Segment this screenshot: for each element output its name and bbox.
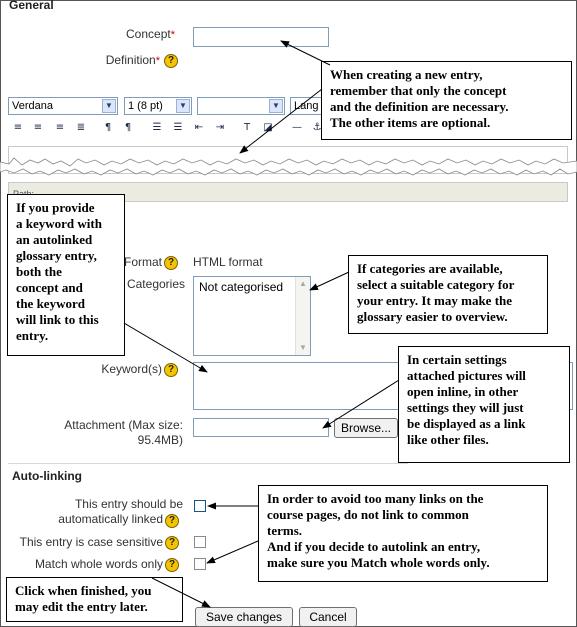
torn-edge: [0, 157, 577, 176]
whole-words-label: Match whole words only: [34, 557, 163, 571]
outdent-icon[interactable]: ⇤: [194, 122, 204, 133]
format-label: Format: [123, 255, 162, 269]
entry-linked-help-icon[interactable]: ?: [165, 514, 179, 528]
rtl-icon[interactable]: ¶: [124, 122, 132, 133]
callout-autolink: In order to avoid too many links on the …: [258, 485, 548, 582]
whole-words-checkbox[interactable]: [194, 558, 206, 570]
horizontal-rule-icon[interactable]: —: [292, 122, 302, 133]
category-option[interactable]: Not categorised: [199, 280, 284, 294]
font-size-select[interactable]: 1 (8 pt) ▼: [124, 97, 192, 115]
chevron-down-icon: ▼: [176, 99, 190, 113]
scroll-up-icon[interactable]: ▲: [299, 279, 307, 288]
callout-keyword: If you provide a keyword with an autolin…: [7, 194, 125, 356]
align-center-icon[interactable]: ≡: [33, 122, 43, 133]
browse-button[interactable]: Browse...: [334, 418, 398, 438]
align-left-icon[interactable]: ≡: [13, 122, 23, 133]
entry-linked-checkbox[interactable]: [194, 500, 206, 512]
callout-attachment: In certain settings attached pictures wi…: [398, 346, 570, 463]
chevron-down-icon: ▼: [102, 99, 116, 113]
style-select[interactable]: ▼: [197, 97, 285, 115]
attachment-label: Attachment (Max size: 95.4MB): [64, 418, 183, 447]
definition-label: Definition*: [105, 53, 160, 67]
case-sensitive-label: This entry is case sensitive: [19, 535, 163, 549]
general-legend: General: [9, 0, 54, 12]
callout-new-entry: When creating a new entry, remember that…: [321, 61, 572, 140]
case-sensitive-checkbox[interactable]: [194, 536, 206, 548]
required-star-icon: *: [170, 29, 175, 41]
section-divider: [8, 463, 408, 464]
indent-icon[interactable]: ⇥: [215, 122, 225, 133]
format-value: HTML format: [193, 255, 263, 269]
whole-words-help-icon[interactable]: ?: [165, 558, 179, 572]
scrollbar[interactable]: ▲ ▼: [295, 277, 310, 355]
cancel-button[interactable]: Cancel: [299, 607, 357, 627]
keywords-help-icon[interactable]: ?: [164, 363, 178, 377]
autolinking-legend: Auto-linking: [12, 469, 82, 483]
unordered-list-icon[interactable]: ☰: [173, 122, 183, 133]
definition-help-icon[interactable]: ?: [164, 54, 178, 68]
categories-listbox[interactable]: Not categorised ▲ ▼: [193, 276, 311, 356]
align-right-icon[interactable]: ≡: [55, 122, 65, 133]
align-justify-icon[interactable]: ≣: [76, 122, 86, 133]
chevron-down-icon: ▼: [269, 99, 283, 113]
format-help-icon[interactable]: ?: [164, 256, 178, 270]
ordered-list-icon[interactable]: ☰: [152, 122, 162, 133]
background-color-icon[interactable]: ◪: [263, 122, 273, 133]
text-color-icon[interactable]: T: [243, 122, 251, 133]
callout-categories: If categories are available, select a su…: [348, 255, 548, 334]
case-sensitive-help-icon[interactable]: ?: [165, 536, 179, 550]
attachment-file-input[interactable]: [193, 418, 329, 437]
categories-label: Categories: [126, 277, 185, 291]
keywords-label: Keyword(s): [101, 362, 162, 376]
required-star-icon: *: [155, 55, 160, 67]
entry-linked-label: This entry should be automatically linke…: [58, 497, 183, 526]
concept-input[interactable]: [193, 27, 329, 47]
scroll-down-icon[interactable]: ▼: [299, 343, 307, 352]
save-changes-button[interactable]: Save changes: [195, 607, 293, 627]
ltr-icon[interactable]: ¶: [104, 122, 112, 133]
language-select[interactable]: Lang: [290, 97, 322, 115]
callout-finish: Click when finished, you may edit the en…: [6, 577, 183, 622]
font-family-select[interactable]: Verdana ▼: [8, 97, 118, 115]
concept-label: Concept*: [126, 27, 175, 41]
